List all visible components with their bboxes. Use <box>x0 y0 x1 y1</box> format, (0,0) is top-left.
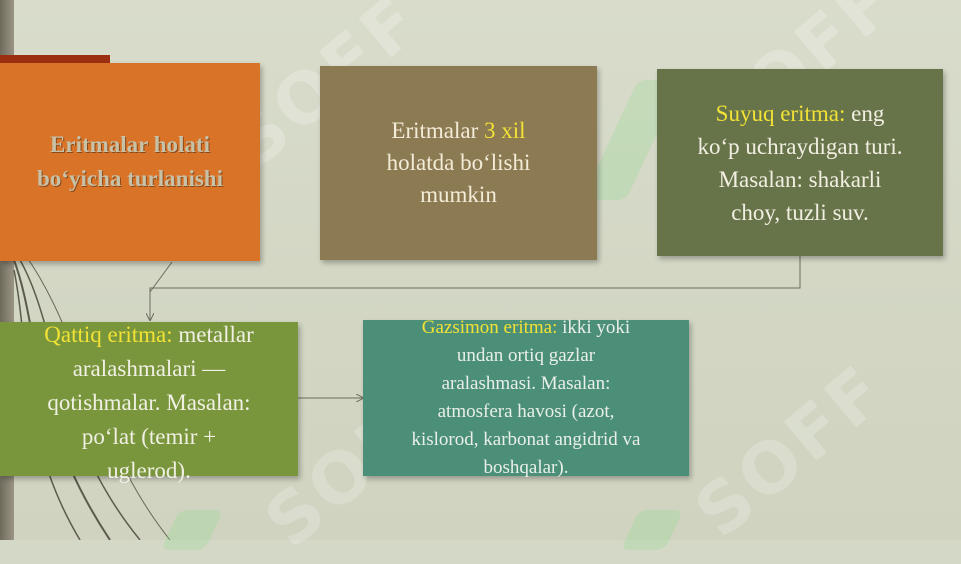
types-line-3: mumkin <box>420 182 497 207</box>
gas-line-3: aralashmasi. Masalan: <box>441 373 611 394</box>
gas-line-2: undan ortiq gazlar <box>456 345 596 366</box>
solid-line-5: uglerod). <box>107 458 191 483</box>
solid-line-4: po‘lat (temir + <box>81 424 217 449</box>
gas-line-6: boshqalar). <box>483 457 569 478</box>
liquid-line-3: Masalan: shakarli <box>718 166 882 192</box>
liquid-line-1: eng <box>845 100 885 126</box>
solid-term: Qattiq eritma: <box>44 322 173 347</box>
liquid-line-4: choy, tuzli suv. <box>731 199 869 225</box>
connector-arrows <box>0 256 801 540</box>
gas-line-5: kislorod, karbonat angidrid va <box>411 429 641 450</box>
title-line-2: bo‘yicha turlanishi <box>37 166 223 191</box>
gas-term: Gazsimon eritma: <box>421 317 558 338</box>
types-line-2: holatda bo‘lishi <box>386 150 531 175</box>
gas-line-1: ikki yoki <box>557 317 631 338</box>
types-prefix: Eritmalar <box>391 118 485 143</box>
liquid-solution-box: Suyuq eritma: eng ko‘p uchraydigan turi.… <box>657 69 943 256</box>
top-accent-bar <box>0 55 110 63</box>
types-highlight: 3 xil <box>484 118 526 143</box>
gas-line-4: atmosfera havosi (azot, <box>437 401 615 422</box>
liquid-term: Suyuq eritma: <box>715 100 846 126</box>
liquid-line-2: ko‘p uchraydigan turi. <box>697 133 903 159</box>
title-line-1: Eritmalar holati <box>50 132 210 157</box>
solid-line-1: metallar <box>172 322 254 347</box>
gas-solution-box: Gazsimon eritma: ikki yoki undan ortiq g… <box>363 317 689 478</box>
types-box: Eritmalar 3 xil holatda bo‘lishi mumkin <box>320 66 597 260</box>
title-box: Eritmalar holati bo‘yicha turlanishi <box>0 63 260 261</box>
solid-solution-box: Qattiq eritma: metallar aralashmalari — … <box>0 322 298 483</box>
solid-line-3: qotishmalar. Masalan: <box>47 390 251 415</box>
solid-line-2: aralashmalari — <box>72 356 226 381</box>
